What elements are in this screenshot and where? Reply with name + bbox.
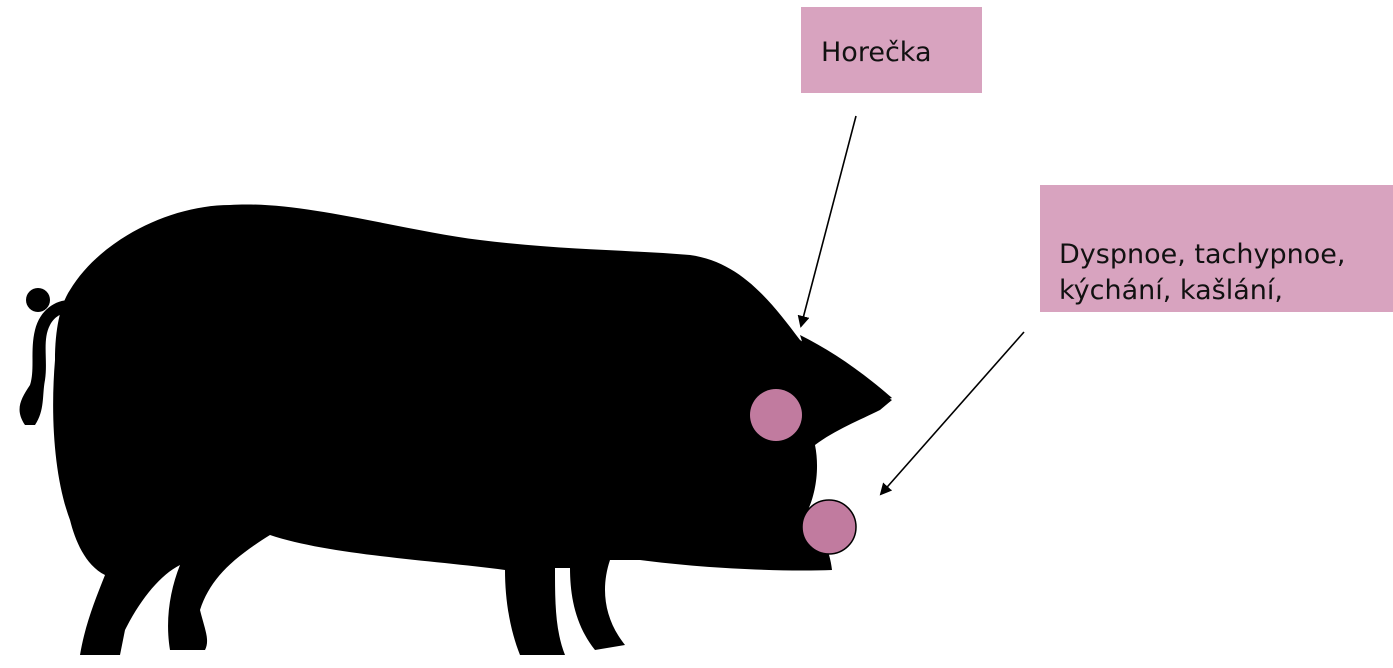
- respiratory-signs-label-box: Dyspnoe, tachypnoe, kýchání, kašlání,: [1040, 185, 1393, 312]
- fever-label: Horečka: [821, 37, 932, 68]
- fever-label-box: Horečka: [801, 7, 982, 93]
- snout-marker: [802, 500, 856, 554]
- respiratory-label-line-2: kýchání, kašlání,: [1059, 273, 1393, 309]
- head-marker: [750, 389, 802, 441]
- respiratory-arrow: [881, 332, 1024, 494]
- fever-arrow: [801, 116, 856, 326]
- respiratory-label-line-1: Dyspnoe, tachypnoe,: [1059, 237, 1393, 273]
